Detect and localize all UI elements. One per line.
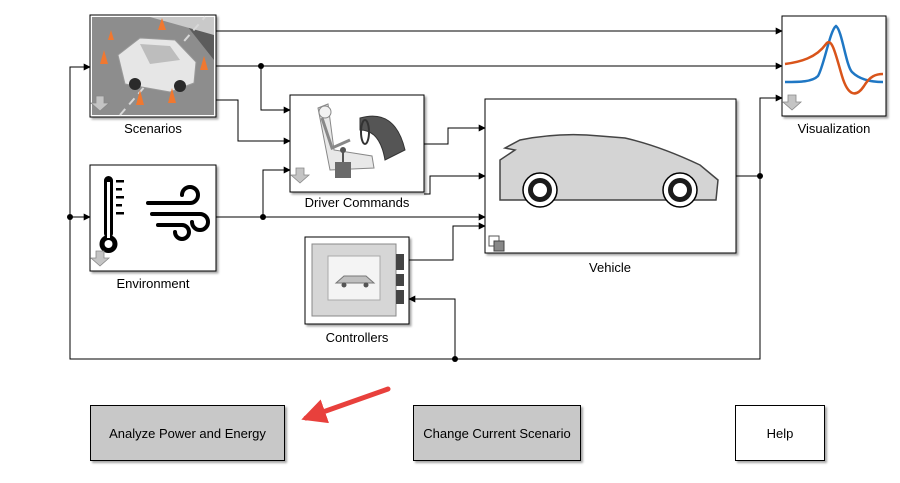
visualization-label: Visualization — [798, 121, 871, 136]
driver-commands-block[interactable]: Driver Commands — [289, 94, 425, 210]
help-label: Help — [766, 425, 794, 441]
down-arrow-icon — [89, 250, 111, 267]
car-icon — [499, 133, 719, 208]
controllers-block[interactable]: Controllers — [304, 236, 410, 345]
driver-commands-label: Driver Commands — [305, 195, 410, 210]
thermometer-icon — [99, 176, 124, 253]
analyze-power-energy-button[interactable]: Analyze Power and Energy — [90, 405, 285, 461]
visualization-block[interactable]: Visualization — [781, 15, 887, 136]
scenarios-block[interactable]: Scenarios — [89, 14, 217, 136]
wind-icon — [146, 185, 210, 241]
down-arrow-icon — [289, 167, 311, 184]
down-arrow-icon — [781, 94, 803, 111]
plot-icon — [784, 19, 884, 113]
environment-label: Environment — [117, 276, 190, 291]
scenarios-label: Scenarios — [124, 121, 182, 136]
controllers-label: Controllers — [326, 330, 389, 345]
junction-dots — [67, 63, 763, 362]
subsystem-icon — [488, 235, 505, 252]
change-current-scenario-label: Change Current Scenario — [423, 425, 571, 441]
vehicle-block[interactable]: Vehicle — [484, 98, 737, 275]
signal-lines — [69, 27, 783, 360]
help-button[interactable]: Help — [735, 405, 825, 461]
driver-icon — [317, 103, 406, 178]
annotation-arrow — [301, 386, 391, 424]
environment-block[interactable]: Environment — [89, 164, 217, 291]
road-scene-icon — [92, 16, 214, 116]
ecu-icon — [311, 243, 404, 317]
down-arrow-icon — [89, 95, 111, 112]
analyze-power-energy-label: Analyze Power and Energy — [109, 425, 266, 441]
change-current-scenario-button[interactable]: Change Current Scenario — [413, 405, 581, 461]
vehicle-label: Vehicle — [589, 260, 631, 275]
